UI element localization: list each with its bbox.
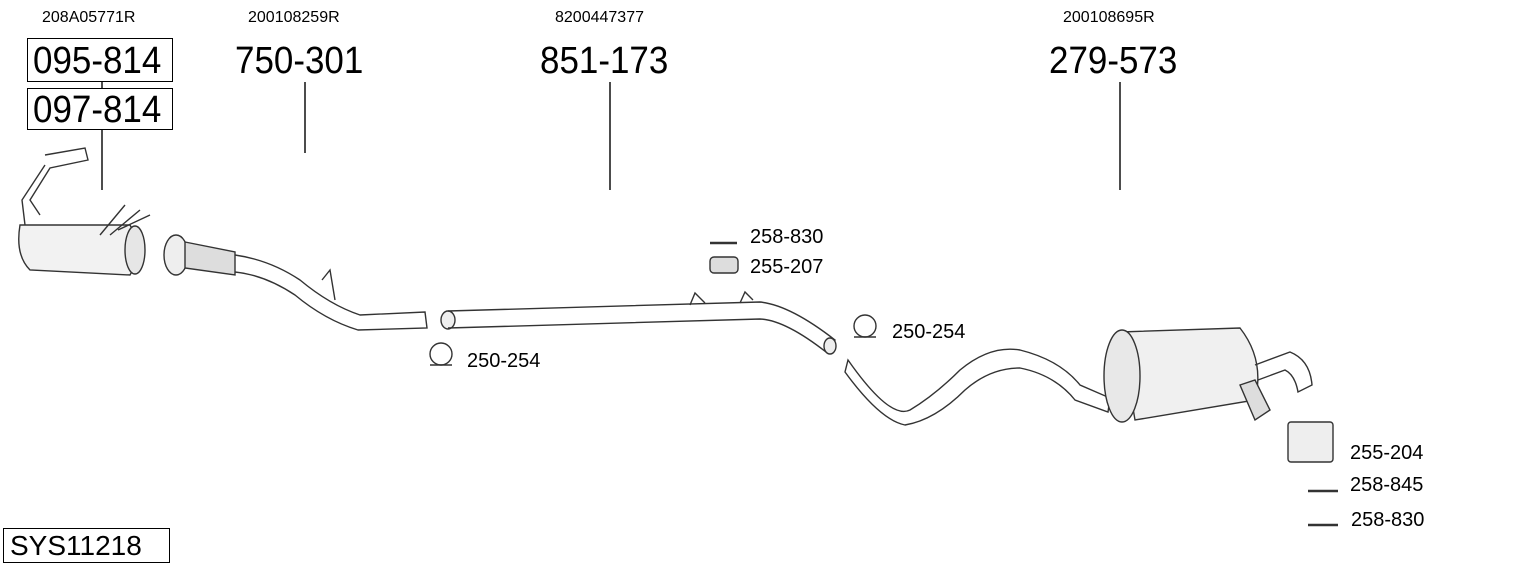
hanger-icon-1 <box>709 256 739 274</box>
part-number-box[interactable]: 097-814 <box>27 88 173 130</box>
oem-number: 208A05771R <box>42 9 136 26</box>
hanger-icon-2 <box>1287 421 1334 463</box>
accessory-number[interactable]: 258-830 <box>1351 509 1425 531</box>
part-number[interactable]: 851-173 <box>540 40 669 82</box>
oem-number: 200108259R <box>248 9 340 26</box>
accessory-number[interactable]: 255-204 <box>1350 442 1424 464</box>
part-number[interactable]: 097-814 <box>33 89 162 131</box>
front-pipe-part <box>163 234 428 331</box>
system-id: SYS11218 <box>10 530 142 561</box>
accessory-number[interactable]: 250-254 <box>892 321 966 343</box>
clamp-icon-2 <box>853 314 877 338</box>
accessory-number[interactable]: 250-254 <box>467 350 541 372</box>
oem-number: 200108695R <box>1063 9 1155 26</box>
rear-silencer-part <box>844 327 1313 426</box>
accessory-number[interactable]: 258-830 <box>750 226 824 248</box>
accessory-number[interactable]: 255-207 <box>750 256 824 278</box>
part-number[interactable]: 279-573 <box>1049 40 1178 82</box>
middle-pipe-part <box>440 290 837 355</box>
part-number[interactable]: 095-814 <box>33 40 162 82</box>
clamp-icon-1 <box>429 342 453 366</box>
part-number-box[interactable]: 095-814 <box>27 38 173 82</box>
system-id-box: SYS11218 <box>3 528 170 563</box>
oem-number: 8200447377 <box>555 9 644 26</box>
catalyst-part <box>18 147 151 276</box>
accessory-number[interactable]: 258-845 <box>1350 474 1424 496</box>
part-number[interactable]: 750-301 <box>235 40 364 82</box>
